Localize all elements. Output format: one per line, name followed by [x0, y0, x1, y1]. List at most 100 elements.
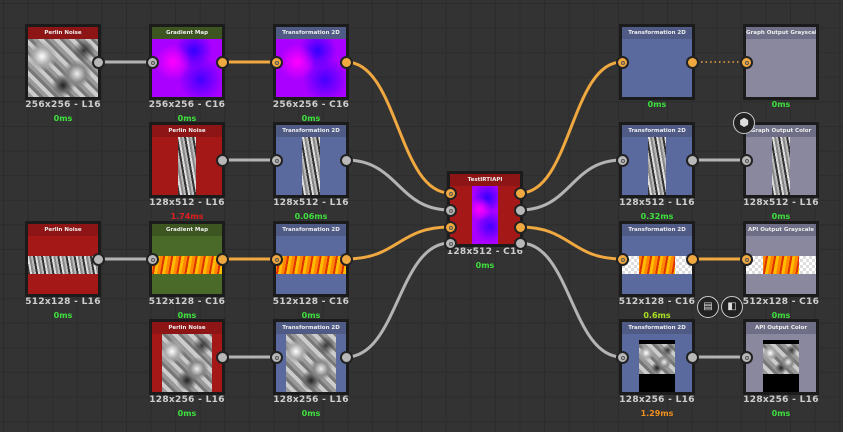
- output-port[interactable]: [216, 56, 229, 69]
- output-port[interactable]: [514, 187, 527, 200]
- node-compute-time: 0ms: [771, 409, 791, 418]
- input-port[interactable]: [146, 253, 159, 266]
- node-compute-time: 0ms: [177, 114, 197, 123]
- node-aog[interactable]: API Output Grayscale: [743, 221, 819, 297]
- node-compute-time: 0.6ms: [643, 311, 671, 320]
- node-gog[interactable]: Graph Output Grayscale: [743, 24, 819, 100]
- node-preview: [622, 334, 692, 392]
- node-resolution: 256x256 - C16: [148, 100, 226, 110]
- node-title: Graph Output Grayscale: [746, 27, 816, 39]
- node-resolution: 128x256 - L16: [149, 395, 225, 405]
- input-port[interactable]: [444, 204, 457, 217]
- node-p3[interactable]: Perlin Noise: [25, 221, 101, 297]
- node-compute-time: 0ms: [177, 409, 197, 418]
- input-port[interactable]: [616, 253, 629, 266]
- input-port[interactable]: [740, 253, 753, 266]
- node-rt4[interactable]: Transformation 2D: [619, 319, 695, 395]
- node-title: API Output Color: [746, 322, 816, 334]
- node-rt1[interactable]: Transformation 2D: [619, 24, 695, 100]
- node-resolution: 128x512 - L16: [273, 198, 349, 208]
- node-api[interactable]: TestIRTIAPI: [447, 171, 523, 247]
- output-port[interactable]: [686, 253, 699, 266]
- input-port[interactable]: [444, 187, 457, 200]
- node-compute-time: 1.74ms: [170, 212, 204, 221]
- node-resolution: 512x128 - C16: [148, 297, 226, 307]
- output-port[interactable]: [686, 351, 699, 364]
- input-port[interactable]: [270, 351, 283, 364]
- node-title: Graph Output Color: [746, 125, 816, 137]
- node-title: Perlin Noise: [152, 322, 222, 334]
- output-port[interactable]: [216, 351, 229, 364]
- output-port[interactable]: [686, 154, 699, 167]
- output-port[interactable]: [514, 221, 527, 234]
- node-preview: [276, 236, 346, 294]
- node-goc[interactable]: Graph Output Color: [743, 122, 819, 198]
- node-preview: [28, 39, 98, 97]
- node-compute-time: 0ms: [475, 261, 495, 270]
- node-t4[interactable]: Transformation 2D: [273, 319, 349, 395]
- input-port[interactable]: [616, 56, 629, 69]
- node-gm1[interactable]: Gradient Map: [149, 24, 225, 100]
- node-title: Perlin Noise: [28, 27, 98, 39]
- output-port[interactable]: [216, 253, 229, 266]
- node-title: API Output Grayscale: [746, 224, 816, 236]
- node-t3[interactable]: Transformation 2D: [273, 221, 349, 297]
- thumbnail-image: [152, 39, 222, 97]
- output-port[interactable]: [340, 351, 353, 364]
- checker-icon[interactable]: ◧: [721, 296, 743, 318]
- output-port[interactable]: [514, 237, 527, 250]
- document-icon[interactable]: ▤: [697, 296, 719, 318]
- output-port[interactable]: [514, 204, 527, 217]
- node-compute-time: 0ms: [771, 100, 791, 109]
- input-port[interactable]: [270, 154, 283, 167]
- node-title: Perlin Noise: [28, 224, 98, 236]
- node-t2[interactable]: Transformation 2D: [273, 122, 349, 198]
- node-resolution: 512x128 - C16: [618, 297, 696, 307]
- input-port[interactable]: [740, 56, 753, 69]
- node-rt2[interactable]: Transformation 2D: [619, 122, 695, 198]
- input-port[interactable]: [616, 351, 629, 364]
- node-title: Gradient Map: [152, 27, 222, 39]
- input-port[interactable]: [740, 351, 753, 364]
- node-preview: [28, 236, 98, 294]
- node-aoc[interactable]: API Output Color: [743, 319, 819, 395]
- input-port[interactable]: [146, 56, 159, 69]
- input-port[interactable]: [270, 253, 283, 266]
- output-port[interactable]: [92, 56, 105, 69]
- wire: [519, 241, 623, 359]
- cube-icon[interactable]: ⬢: [733, 112, 755, 134]
- output-port[interactable]: [340, 56, 353, 69]
- output-port[interactable]: [92, 253, 105, 266]
- thumbnail-image: [763, 344, 799, 374]
- node-compute-time: 0ms: [647, 100, 667, 109]
- input-port[interactable]: [444, 221, 457, 234]
- input-port[interactable]: [444, 237, 457, 250]
- output-port[interactable]: [340, 253, 353, 266]
- node-title: Transformation 2D: [276, 322, 346, 334]
- input-port[interactable]: [740, 154, 753, 167]
- input-port[interactable]: [270, 56, 283, 69]
- thumbnail-image: [639, 344, 675, 374]
- node-title: Gradient Map: [152, 224, 222, 236]
- output-port[interactable]: [686, 56, 699, 69]
- node-title: Transformation 2D: [622, 125, 692, 137]
- node-gm3[interactable]: Gradient Map: [149, 221, 225, 297]
- thumbnail-image: [763, 256, 799, 274]
- input-port[interactable]: [616, 154, 629, 167]
- node-preview: [152, 137, 222, 195]
- node-p4[interactable]: Perlin Noise: [149, 319, 225, 395]
- output-port[interactable]: [216, 154, 229, 167]
- node-rt3[interactable]: Transformation 2D: [619, 221, 695, 297]
- wire: [345, 225, 451, 261]
- node-title: Transformation 2D: [276, 224, 346, 236]
- node-p1[interactable]: Perlin Noise: [25, 24, 101, 100]
- output-port[interactable]: [340, 154, 353, 167]
- wire: [519, 158, 623, 212]
- node-p2[interactable]: Perlin Noise: [149, 122, 225, 198]
- node-resolution: 128x512 - L16: [149, 198, 225, 208]
- node-resolution: 512x128 - C16: [272, 297, 350, 307]
- thumbnail-image: [302, 137, 320, 195]
- node-resolution: 512x128 - L16: [25, 297, 101, 307]
- node-resolution: 128x512 - C16: [446, 247, 524, 257]
- node-t1[interactable]: Transformation 2D: [273, 24, 349, 100]
